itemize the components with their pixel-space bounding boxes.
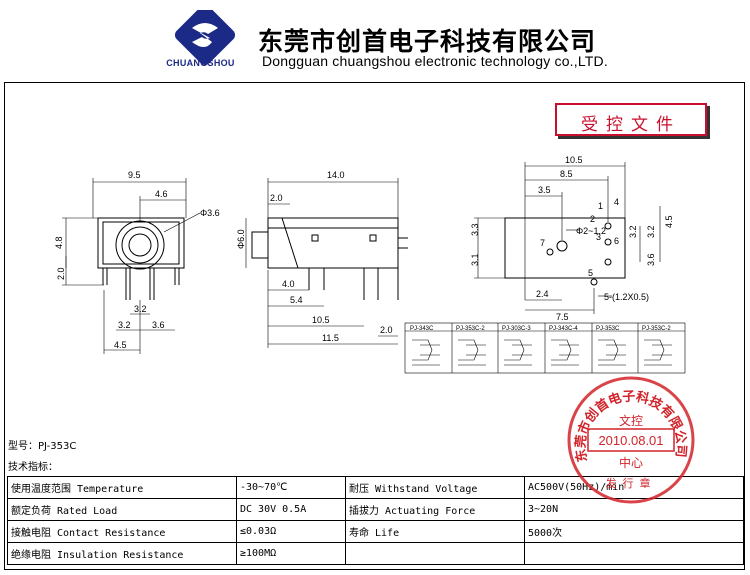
company-name-en: Dongguan chuangshou electronic technolog… [262, 53, 608, 69]
schematic-strip: PJ-343C PJ-353C-2 PJ-303C-3 PJ-343C-4 PJ… [404, 322, 686, 374]
schematic-label-6: PJ-353C-2 [642, 326, 671, 332]
spec-table: 使用温度范围 Temperature -30~70℃ 耐压 Withstand … [7, 476, 744, 565]
company-logo [174, 10, 236, 66]
spec-cell: 绝缘电阻 Insulation Resistance [7, 542, 237, 565]
pin-4: 4 [614, 197, 619, 207]
pcb-dim-total: 10.5 [565, 155, 583, 165]
side-dim-front: 2.0 [270, 193, 283, 203]
spec-cell [524, 542, 744, 565]
spec-cell: ≤0.03Ω [236, 520, 346, 543]
pin-1: 1 [598, 201, 603, 211]
schematic-label-4: PJ-343C-4 [549, 326, 578, 332]
spec-cell [345, 542, 525, 565]
stamp-date: 2010.08.01 [598, 433, 663, 448]
pcb-dim-3-5: 3.5 [538, 185, 551, 195]
front-view: 9.5 4.6 Φ3.6 4.8 2.0 3.2 3.2 3.6 4.5 [54, 170, 220, 354]
pcb-slot-note: 5-(1.2X0.5) [604, 292, 649, 302]
tech-spec-heading: 技术指标： [8, 462, 58, 473]
front-dim-pin-left: 3.2 [118, 320, 131, 330]
schematic-label-1: PJ-343C [410, 326, 434, 332]
pin-5: 5 [588, 268, 593, 278]
pcb-dim-hole: Φ2~1.2 [576, 226, 606, 236]
front-dim-width: 9.5 [128, 170, 141, 180]
schematic-label-5: PJ-353C [596, 326, 620, 332]
side-dim-pin1: 4.0 [282, 279, 295, 289]
stamp-bottom: 发行章 [606, 476, 657, 490]
pcb-dim-3-1: 3.1 [470, 253, 480, 266]
spec-cell: 插拔力 Actuating Force [345, 498, 525, 521]
pin-6: 6 [614, 236, 619, 246]
pcb-dim-7-5: 7.5 [556, 312, 569, 322]
pcb-dim-3-2b: 3.2 [628, 225, 638, 238]
pin-7: 7 [540, 238, 545, 248]
spec-cell: DC 30V 0.5A [236, 498, 346, 521]
pcb-dim-3-2a: 3.2 [646, 225, 656, 238]
schematic-label-3: PJ-303C-3 [502, 326, 531, 332]
front-dim-center: 4.6 [155, 189, 168, 199]
stamp-line3: 中心 [619, 455, 643, 470]
spec-cell: -30~70℃ [236, 476, 346, 499]
pcb-dim-3-3: 3.3 [470, 223, 480, 236]
front-dim-pin-spacing: 3.2 [134, 304, 147, 314]
spec-cell: 接触电阻 Contact Resistance [7, 520, 237, 543]
spec-cell: 寿命 Life [345, 520, 525, 543]
side-dim-length: 14.0 [327, 170, 345, 180]
pcb-dim-8-5: 8.5 [560, 169, 573, 179]
company-name-cn: 东莞市创首电子科技有限公司 [258, 27, 597, 56]
side-dim-pin3: 10.5 [312, 315, 330, 325]
spec-cell: 使用温度范围 Temperature [7, 476, 237, 499]
table-row: 绝缘电阻 Insulation Resistance ≥100MΩ [7, 542, 744, 565]
side-view: 14.0 2.0 Φ6.0 4.0 5.4 10.5 11.5 2.0 [236, 170, 408, 348]
side-dim-dia: Φ6.0 [236, 229, 246, 249]
pcb-dim-2-4: 2.4 [536, 289, 549, 299]
pcb-dim-3-6: 3.6 [646, 253, 656, 266]
table-row: 使用温度范围 Temperature -30~70℃ 耐压 Withstand … [7, 476, 744, 499]
controlled-document-label: 受控文件 [581, 115, 681, 135]
spec-cell: 耐压 Withstand Voltage [345, 476, 525, 499]
side-dim-total: 11.5 [322, 333, 339, 343]
company-seal-stamp: 东莞市创首电子科技有限公司 文控 2010.08.01 中心 发行章 [567, 376, 695, 504]
pcb-layout: 10.5 8.5 3.5 Φ2~1.2 3.3 3.1 7 1 2 3 4 5 … [470, 155, 674, 322]
logo-wordmark: CHUANGSHOU [166, 58, 235, 68]
schematic-label-2: PJ-353C-2 [456, 326, 485, 332]
side-dim-pin2: 5.4 [290, 295, 303, 305]
spec-cell: ≥100MΩ [236, 542, 346, 565]
pin-3: 3 [596, 232, 601, 242]
pin-2: 2 [590, 214, 595, 224]
front-dim-hole: Φ3.6 [200, 208, 220, 218]
front-dim-height: 4.8 [54, 236, 64, 249]
drawing-frame [4, 82, 745, 570]
table-row: 额定负荷 Rated Load DC 30V 0.5A 插拔力 Actuatin… [7, 498, 744, 521]
front-dim-pin: 2.0 [56, 267, 66, 280]
front-dim-pin-right: 3.6 [152, 320, 165, 330]
side-dim-end: 2.0 [380, 325, 393, 335]
controlled-document-box: 受控文件 [555, 103, 707, 136]
front-dim-bottom: 4.5 [114, 340, 127, 350]
model-number: 型号：PJ-353C [8, 441, 77, 452]
pcb-dim-4-5: 4.5 [664, 215, 674, 228]
spec-cell: 5000次 [524, 520, 744, 543]
stamp-line1: 文控 [619, 413, 643, 428]
spec-cell: 额定负荷 Rated Load [7, 498, 237, 521]
table-row: 接触电阻 Contact Resistance ≤0.03Ω 寿命 Life 5… [7, 520, 744, 543]
